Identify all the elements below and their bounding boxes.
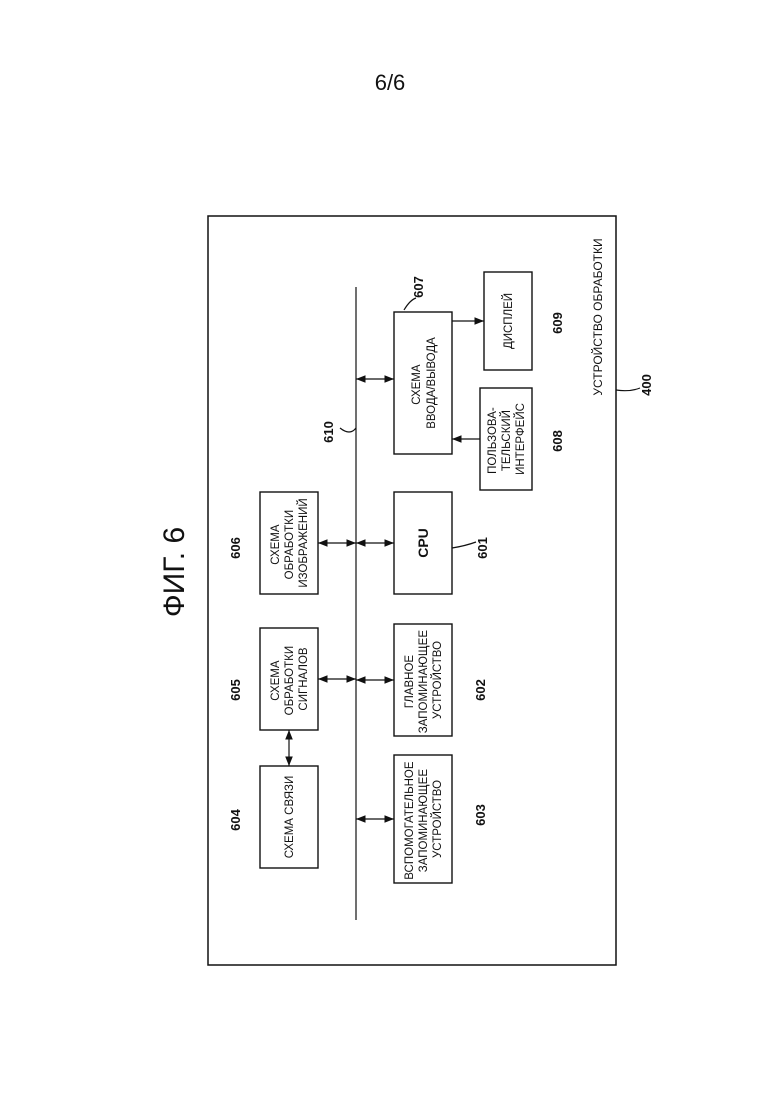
block-609-text: ДИСПЛЕЙ — [502, 293, 515, 349]
block-603-line-1: ВСПОМОГАТЕЛЬНОЕ — [404, 761, 416, 880]
bus-ref: 610 — [321, 421, 336, 443]
block-601-leader — [452, 542, 476, 548]
block-607-line-2: ВВОДА/ВЫВОДА — [426, 337, 438, 429]
block-607-line-1: СХЕМА — [411, 364, 423, 405]
container-label: УСТРОЙСТВО ОБРАБОТКИ — [590, 238, 605, 395]
block-602-line-1: ГЛАВНОЕ — [404, 655, 416, 709]
block-603-line-2: ЗАПОМИНАЮЩЕЕ — [418, 769, 430, 873]
block-605-line-3: СИГНАЛОВ — [298, 647, 310, 711]
block-606-line-1: СХЕМА — [270, 524, 282, 565]
block-609-line-1: ДИСПЛЕЙ — [502, 293, 515, 349]
block-608-line-1: ПОЛЬЗОВА- — [487, 407, 499, 474]
container-leader — [616, 388, 640, 391]
block-606-ref: 606 — [228, 537, 243, 559]
block-601-text: CPU — [415, 528, 431, 558]
block-604-text: СХЕМА СВЯЗИ — [284, 776, 296, 859]
block-608-line-3: ИНТЕРФЕЙС — [514, 403, 527, 475]
block-608-text: ПОЛЬЗОВА- ТЕЛЬСКИЙ ИНТЕРФЕЙС — [487, 403, 527, 475]
block-607-leader — [404, 298, 416, 310]
block-607-ref: 607 — [411, 276, 426, 298]
block-603-ref: 603 — [473, 804, 488, 826]
block-601-ref: 601 — [475, 537, 490, 559]
block-606-line-3: ИЗОБРАЖЕНИЙ — [297, 498, 310, 587]
block-606-line-2: ОБРАБОТКИ — [284, 510, 296, 579]
block-602-line-3: УСТРОЙСТВО — [431, 641, 444, 719]
figure-title: ФИГ. 6 — [158, 527, 191, 617]
block-602-ref: 602 — [473, 679, 488, 701]
block-604-line-1: СХЕМА СВЯЗИ — [284, 776, 296, 859]
block-609-ref: 609 — [550, 312, 565, 334]
block-605-ref: 605 — [228, 679, 243, 701]
block-602-line-2: ЗАПОМИНАЮЩЕЕ — [418, 630, 430, 734]
block-608-line-2: ТЕЛЬСКИЙ — [500, 410, 513, 471]
block-603-line-3: УСТРОЙСТВО — [431, 780, 444, 858]
block-607 — [394, 312, 452, 454]
block-605-line-2: ОБРАБОТКИ — [284, 646, 296, 715]
block-605-line-1: СХЕМА — [270, 660, 282, 701]
container-ref: 400 — [639, 374, 654, 396]
block-604-ref: 604 — [228, 808, 243, 830]
bus-leader — [340, 428, 356, 432]
block-608-ref: 608 — [550, 430, 565, 452]
block-601-line-1: CPU — [415, 528, 431, 558]
